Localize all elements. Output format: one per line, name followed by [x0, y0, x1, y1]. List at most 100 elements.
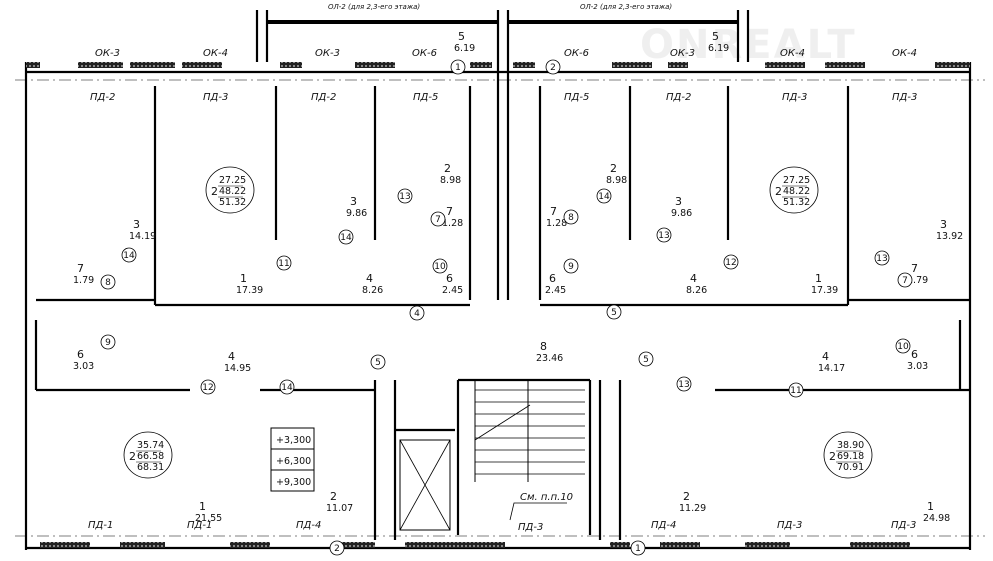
room-area: 1.79	[907, 275, 928, 286]
room-number: 3	[675, 195, 682, 208]
door-marker: 14	[596, 188, 612, 204]
room-number: 6	[77, 348, 84, 361]
svg-text:13: 13	[658, 231, 669, 241]
room-number: 3	[133, 218, 140, 231]
window-label: ОК-4	[203, 48, 228, 59]
door-marker: 10	[895, 338, 911, 354]
room-area: 8.98	[606, 175, 627, 186]
wall-hatch	[130, 62, 175, 68]
room-area: 8.26	[362, 285, 383, 296]
elevator-cross	[399, 439, 451, 531]
note-callout: См. п.п.10	[509, 492, 573, 521]
wall-hatch	[660, 542, 700, 548]
door-label: ПД-5	[564, 92, 589, 103]
door-marker: 10	[432, 258, 448, 274]
door-marker: 7	[897, 272, 913, 288]
elevation-table: +3,300 +6,300 +9,300	[270, 427, 315, 492]
door-marker: 12	[200, 379, 216, 395]
wall-hatch	[745, 542, 790, 548]
room-area: 23.46	[536, 353, 563, 364]
gross-area: 68.31	[137, 462, 164, 473]
window-labels: ОК-3 ОК-4 ОК-3 ОК-6 ОК-6 ОК-3 ОК-4 ОК-4	[95, 48, 917, 59]
door-marker: 7	[430, 211, 446, 227]
wall-hatch	[935, 62, 970, 68]
room-number: 7	[911, 262, 918, 275]
wall-hatch	[26, 62, 40, 68]
total-area: 48.22	[219, 186, 246, 197]
living-area: 27.25	[219, 175, 246, 186]
svg-text:10: 10	[434, 262, 446, 272]
wall-hatch	[280, 62, 302, 68]
room-number: 6	[446, 272, 453, 285]
svg-text:5: 5	[375, 358, 381, 368]
living-area: 38.90	[837, 440, 864, 451]
elevation: +6,300	[276, 456, 311, 467]
door-marker: 11	[276, 255, 292, 271]
room-number: 4	[690, 272, 697, 285]
wall-hatch	[120, 542, 165, 548]
door-marker: 8	[100, 274, 116, 290]
door-marker: 1	[450, 59, 466, 75]
door-marker: 13	[397, 188, 413, 204]
window-label: ОК-4	[780, 48, 805, 59]
door-marker: 14	[338, 229, 354, 245]
svg-text:9: 9	[568, 262, 574, 272]
door-marker: 13	[874, 250, 890, 266]
room-number: 4	[822, 350, 829, 363]
door-label: ПД-2	[311, 92, 336, 103]
room-count: 2	[129, 450, 136, 463]
door-label: ПД-4	[296, 520, 321, 531]
wall-hatches	[26, 62, 970, 548]
window-label: ОК-3	[670, 48, 695, 59]
facade-label-left: ОЛ-2 (для 2,3-его этажа)	[328, 3, 420, 11]
window-label: ОК-3	[95, 48, 120, 59]
room-area: 11.29	[679, 503, 706, 514]
room-number: 6	[549, 272, 556, 285]
door-label: ПД-3	[891, 520, 916, 531]
door-label: ПД-3	[518, 522, 543, 533]
gross-area: 70.91	[837, 462, 864, 473]
wall-hatch	[470, 62, 492, 68]
room-number: 2	[330, 490, 337, 503]
door-label: ПД-3	[777, 520, 802, 531]
door-marker: 11	[788, 382, 804, 398]
room-area: 14.17	[818, 363, 845, 374]
wall-hatch	[182, 62, 222, 68]
svg-text:13: 13	[678, 380, 689, 390]
room-number: 1	[927, 500, 934, 513]
door-label: ПД-5	[413, 92, 438, 103]
svg-text:2: 2	[334, 544, 340, 554]
room-number: 1	[240, 272, 247, 285]
room-area: 1.28	[442, 218, 463, 229]
room-area: 8.98	[440, 175, 461, 186]
room-area: 8.26	[686, 285, 707, 296]
svg-text:14: 14	[123, 251, 135, 261]
room-number: 2	[444, 162, 451, 175]
svg-text:13: 13	[876, 254, 887, 264]
door-label: ПД-2	[666, 92, 691, 103]
wall-hatch	[668, 62, 688, 68]
room-area: 14.95	[224, 363, 251, 374]
door-marker: 14	[279, 379, 295, 395]
door-marker: 2	[545, 59, 561, 75]
room-number: 5	[458, 30, 465, 43]
room-area: 17.39	[811, 285, 838, 296]
door-label: ПД-3	[782, 92, 807, 103]
door-label: ПД-1	[88, 520, 113, 531]
gross-area: 51.32	[219, 197, 246, 208]
wall-hatch	[355, 62, 395, 68]
svg-text:8: 8	[568, 213, 574, 223]
wall-hatch	[40, 542, 90, 548]
svg-text:11: 11	[790, 386, 801, 396]
door-label: ПД-3	[892, 92, 917, 103]
room-area: 9.86	[346, 208, 367, 219]
wall-hatch	[610, 542, 630, 548]
note-text: См. п.п.10	[520, 492, 573, 503]
room-count: 2	[829, 450, 836, 463]
room-area: 2.45	[545, 285, 566, 296]
